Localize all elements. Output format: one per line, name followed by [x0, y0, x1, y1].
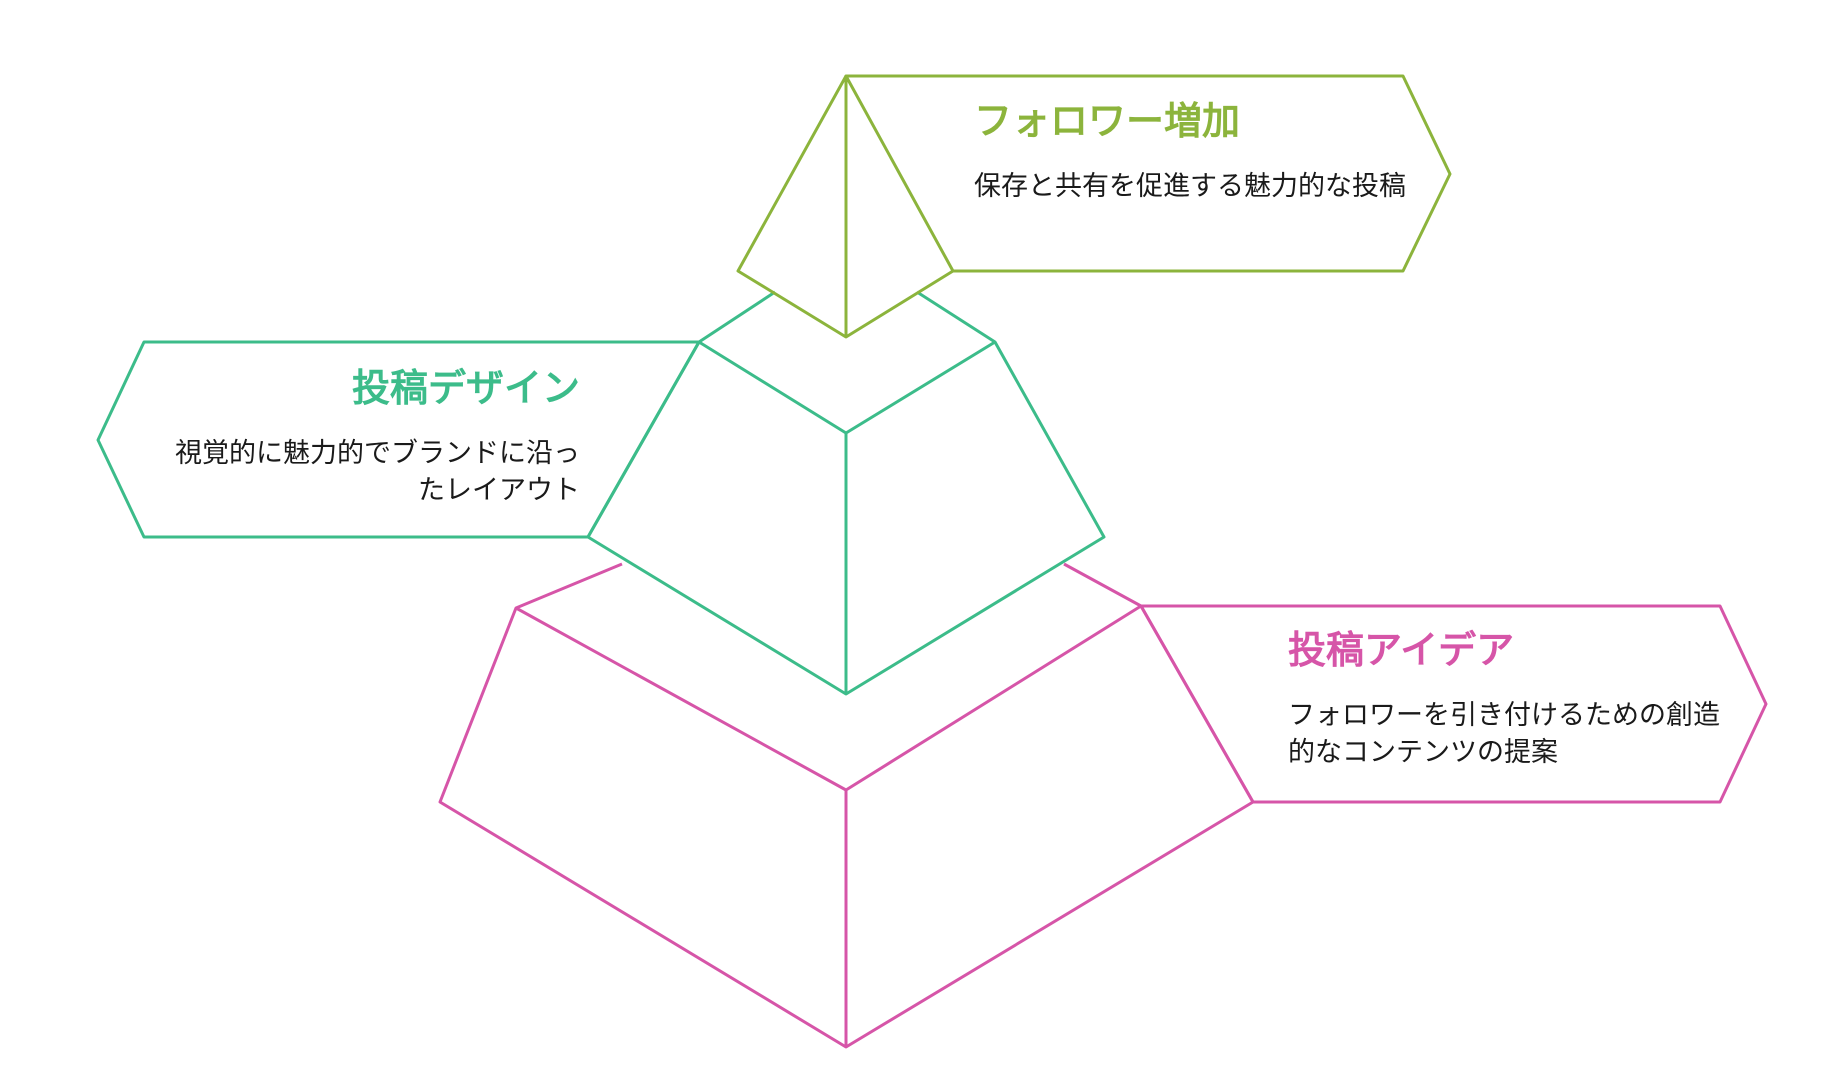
tier-top-label: フォロワー増加 保存と共有を促進する魅力的な投稿: [974, 98, 1414, 205]
tier-middle-title: 投稿デザイン: [351, 366, 580, 410]
tier-top-label-frame: [844, 74, 1452, 273]
tier-middle-label-frame: [96, 340, 701, 539]
tier-top-shape: [736, 74, 1452, 339]
tier-bottom-description: フォロワーを引き付けるための創造的なコンテンツの提案: [1288, 700, 1720, 768]
tier-middle-edges: [698, 340, 996, 435]
tier-bottom-shape: [438, 562, 1768, 1049]
tier-bottom-label: 投稿アイデア フォロワーを引き付けるための創造的なコンテンツの提案: [1288, 627, 1728, 771]
tier-bottom-title: 投稿アイデア: [1288, 628, 1515, 672]
tier-middle-description: 視覚的に魅力的でブランドに沿ったレイアウト: [175, 438, 580, 506]
tier-middle-label: 投稿デザイン 視覚的に魅力的でブランドに沿ったレイアウト: [150, 365, 580, 509]
tier-top-description: 保存と共有を促進する魅力的な投稿: [974, 171, 1406, 202]
tier-top-outline: [736, 75, 954, 339]
tier-top-title: フォロワー増加: [974, 99, 1241, 143]
tier-middle-shape: [96, 290, 1106, 696]
tier-bottom-edges: [515, 604, 1142, 792]
